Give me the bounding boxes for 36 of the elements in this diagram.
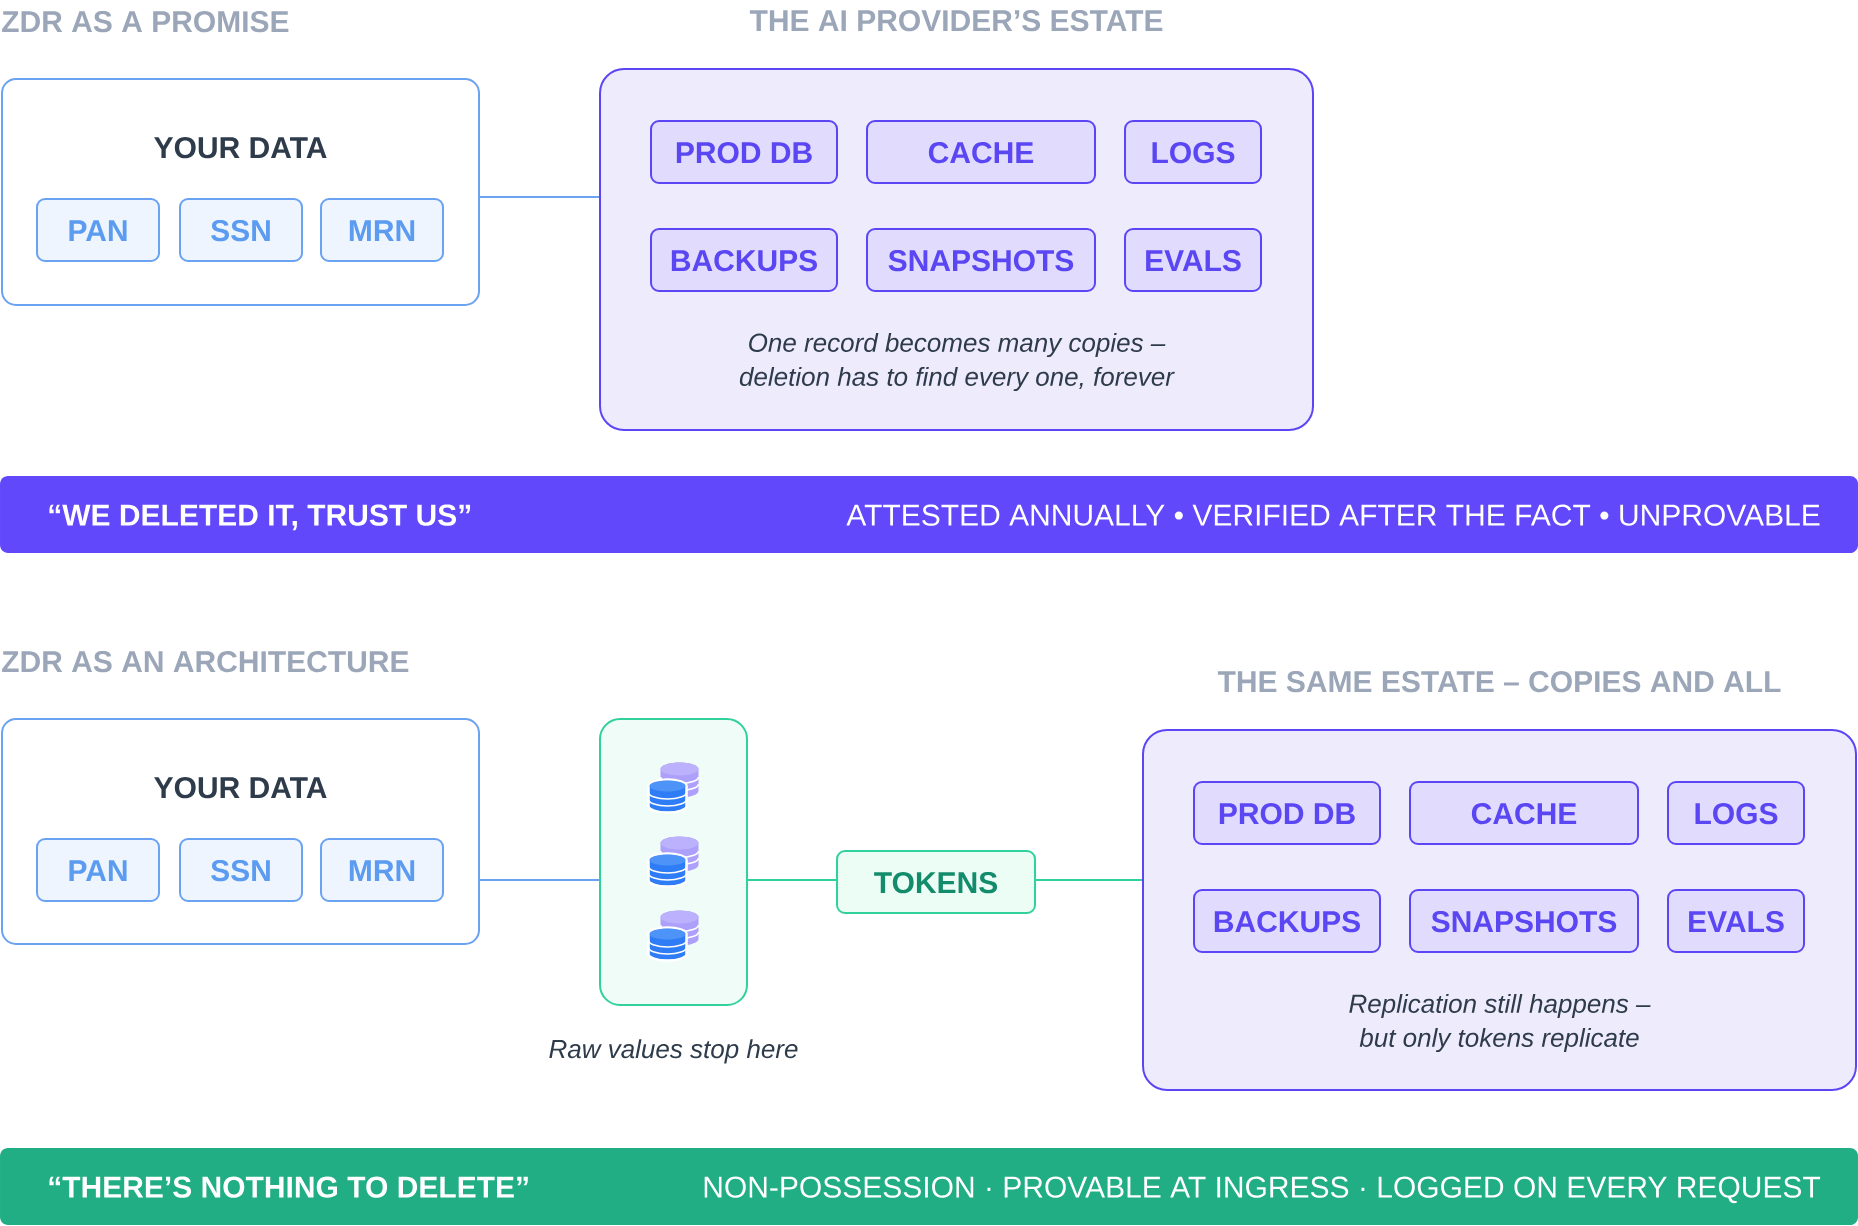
- section-heading: ZDR AS A PROMISE: [2, 11, 289, 33]
- storage-chip: BACKUPS: [1193, 889, 1381, 953]
- card-heading: YOUR DATA: [154, 777, 327, 799]
- storage-chip: PROD DB: [650, 120, 838, 184]
- storage-chip: SNAPSHOTS: [1409, 889, 1639, 953]
- node-caption: Raw values stop here: [549, 1039, 798, 1064]
- connector-line: [479, 196, 600, 198]
- panel-caption: Replication still happens – but only tokens replicate: [1349, 993, 1651, 1053]
- banner-title: “WE DELETED IT, TRUST US”: [49, 504, 470, 531]
- storage-chip: CACHE: [1409, 781, 1639, 845]
- storage-chip: SNAPSHOTS: [866, 228, 1096, 292]
- data-chip: SSN: [179, 838, 303, 902]
- storage-chip: PROD DB: [1193, 781, 1381, 845]
- storage-chip: EVALS: [1124, 228, 1262, 292]
- banner-tagline: ATTESTED ANNUALLY • VERIFIED AFTER THE FACT • UNPROVABLE: [846, 504, 1820, 526]
- connector-line: [1035, 879, 1143, 881]
- storage-chip: LOGS: [1667, 781, 1805, 845]
- banner-tagline: NON-POSSESSION · PROVABLE AT INGRESS · LOGGED ON EVERY REQUEST: [704, 1176, 1821, 1204]
- storage-chip: CACHE: [866, 120, 1096, 184]
- section-heading: ZDR AS AN ARCHITECTURE: [2, 651, 409, 673]
- storage-chip: EVALS: [1667, 889, 1805, 953]
- data-chip: MRN: [320, 198, 444, 262]
- connector-line: [747, 879, 837, 881]
- data-chip: SSN: [179, 198, 303, 262]
- storage-chip: BACKUPS: [650, 228, 838, 292]
- section-heading: THE SAME ESTATE – COPIES AND ALL: [1217, 671, 1781, 693]
- panel-caption: One record becomes many copies – deletion has to find every one, forever: [739, 332, 1175, 392]
- storage-chip: LOGS: [1124, 120, 1262, 184]
- banner-title: “THERE’S NOTHING TO DELETE”: [49, 1176, 528, 1198]
- connector-line: [479, 879, 600, 881]
- card-heading: YOUR DATA: [154, 137, 327, 159]
- data-chip: PAN: [36, 838, 160, 902]
- data-chip: MRN: [320, 838, 444, 902]
- token-box: TOKENS: [836, 850, 1036, 914]
- section-heading: THE AI PROVIDER’S ESTATE: [749, 10, 1163, 32]
- data-chip: PAN: [36, 198, 160, 262]
